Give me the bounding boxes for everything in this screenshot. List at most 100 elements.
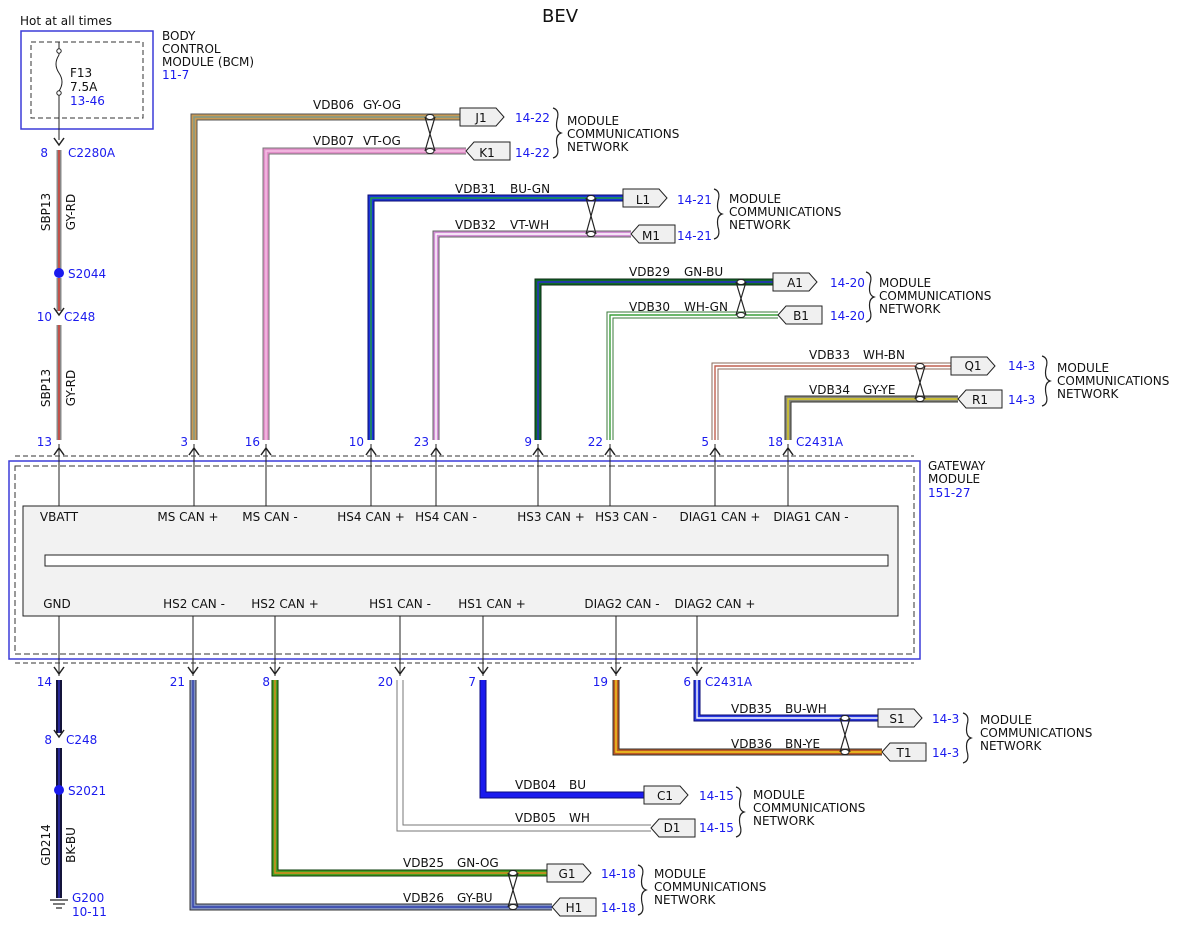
power-conn-mid: C248 [64, 310, 95, 324]
wire-circuit: VDB04 [515, 778, 556, 792]
wire-l1 [367, 194, 623, 440]
gateway-pin-diag1-can-plus: DIAG1 CAN + [680, 510, 761, 524]
ground-conn-mid: C248 [66, 733, 97, 747]
top-pin-number: 22 [588, 435, 603, 449]
connector-arrow-icon [477, 666, 489, 676]
twisted-pair-icon [585, 195, 597, 237]
wire-circuit: VDB30 [629, 300, 670, 314]
connector-tag-label: T1 [896, 746, 912, 760]
wire-circuit: VDB33 [809, 348, 850, 362]
wire-c1 [479, 680, 644, 799]
diagram-title: BEV [542, 6, 579, 27]
wire-circuit: VDB35 [731, 702, 772, 716]
connector-tag-label: M1 [642, 229, 660, 243]
svg-text:COMMUNICATIONS: COMMUNICATIONS [1057, 374, 1169, 388]
wire-circuit: VDB34 [809, 383, 850, 397]
wire-color: GY-OG [363, 98, 401, 112]
connector-tag [950, 356, 996, 376]
wire-color: VT-WH [510, 218, 549, 232]
top-connector-id: C2431A [796, 435, 844, 449]
power-path: 8 C2280A SBP13 GY-RD S2044 10 C248 SBP13… [37, 137, 116, 440]
gateway-pin-diag2-can-minus: DIAG2 CAN - [584, 597, 659, 611]
page-ref: 14-22 [515, 146, 550, 160]
fuse-rating: 7.5A [70, 80, 98, 94]
svg-text:COMMUNICATIONS: COMMUNICATIONS [654, 880, 766, 894]
svg-text:MODULE: MODULE [654, 867, 706, 881]
twisted-pair-icon [914, 363, 926, 402]
connector-tag [459, 107, 505, 127]
brace-icon [865, 271, 876, 323]
ground-symbol-icon [50, 899, 68, 909]
connector-arrow-icon [691, 666, 703, 676]
connector-tag-label: L1 [636, 193, 650, 207]
connector-tag [877, 708, 923, 728]
connector-tag-label: C1 [657, 789, 673, 803]
connector-tag-label: S1 [889, 712, 904, 726]
bottom-pin-number: 21 [170, 675, 185, 689]
ground-circuit: GD214 [39, 824, 53, 865]
gateway-pin-hs1-can-plus: HS1 CAN + [458, 597, 526, 611]
page-ref: 14-15 [699, 789, 734, 803]
bottom-pin-number: 19 [593, 675, 608, 689]
svg-text:NETWORK: NETWORK [980, 739, 1043, 753]
gateway-pin-diag1-can-minus: DIAG1 CAN - [773, 510, 848, 524]
twisted-pair-icon [735, 279, 747, 318]
connector-tag [777, 305, 823, 325]
wire-r1 [784, 395, 958, 440]
wire-color: WH-GN [684, 300, 728, 314]
power-pin-top: 8 [40, 146, 48, 160]
connector-tag-label: A1 [787, 276, 803, 290]
ground-splice: S2021 [68, 784, 106, 798]
wire-color: BU-GN [510, 182, 550, 196]
gateway-name-line2: MODULE [928, 472, 980, 486]
connector-arrow-icon [53, 446, 65, 456]
connector-tag [465, 141, 511, 161]
power-conn-top: C2280A [68, 146, 116, 160]
wire-layer [189, 113, 958, 911]
connector-tag [957, 389, 1003, 409]
top-pin-number: 18 [768, 435, 783, 449]
hot-at-all-times-label: Hot at all times [20, 14, 112, 28]
wire-color: GY-BU [457, 891, 493, 905]
wire-circuit: VDB07 [313, 134, 354, 148]
connector-tag-label: R1 [972, 393, 988, 407]
top-pin-number: 9 [524, 435, 532, 449]
bcm-outline [20, 30, 154, 130]
svg-text:COMMUNICATIONS: COMMUNICATIONS [980, 726, 1092, 740]
page-ref: 14-3 [932, 712, 959, 726]
connector-arrow-icon [610, 666, 622, 676]
connector-arrow-icon [187, 666, 199, 676]
gateway-module: GATEWAY MODULE 151-27 [8, 459, 986, 660]
svg-text:MODULE: MODULE [567, 114, 619, 128]
gateway-pin-vbatt: VBATT [40, 510, 79, 524]
svg-text:NETWORK: NETWORK [879, 302, 942, 316]
network-label-a1-b1: MODULE COMMUNICATIONS NETWORK [865, 271, 991, 323]
wire-color: BU [569, 778, 586, 792]
svg-text:COMMUNICATIONS: COMMUNICATIONS [729, 205, 841, 219]
power-color-1: GY-RD [64, 194, 78, 231]
splice-dot-icon [54, 785, 64, 795]
twisted-pair-icon [839, 715, 851, 755]
wire-m1 [432, 230, 631, 440]
wire-color: GN-BU [684, 265, 723, 279]
top-pin-number: 10 [349, 435, 364, 449]
gateway-pin-ms-can-minus: MS CAN - [242, 510, 298, 524]
bcm-name-line2: CONTROL [162, 42, 221, 56]
wire-circuit: VDB25 [403, 856, 444, 870]
wire-h1 [189, 680, 552, 911]
connector-tag-label: B1 [793, 309, 809, 323]
connector-arrow-icon [709, 446, 721, 456]
top-pin-number: 5 [701, 435, 709, 449]
twisted-pair-icon [424, 114, 436, 154]
connector-arrow-icon [365, 446, 377, 456]
connector-tag-label: H1 [566, 901, 583, 915]
connector-arrow-icon [430, 446, 442, 456]
ground-ref: 10-11 [72, 905, 107, 919]
connector-tag [546, 863, 592, 883]
splice-dot-icon [54, 268, 64, 278]
page-ref: 14-20 [830, 309, 865, 323]
wire-circuit: VDB26 [403, 891, 444, 905]
ground-path: 8 C248 S2021 GD214 BK-BU G200 10-11 [39, 680, 107, 919]
wire-k1 [262, 147, 466, 440]
page-ref: 14-21 [677, 229, 712, 243]
